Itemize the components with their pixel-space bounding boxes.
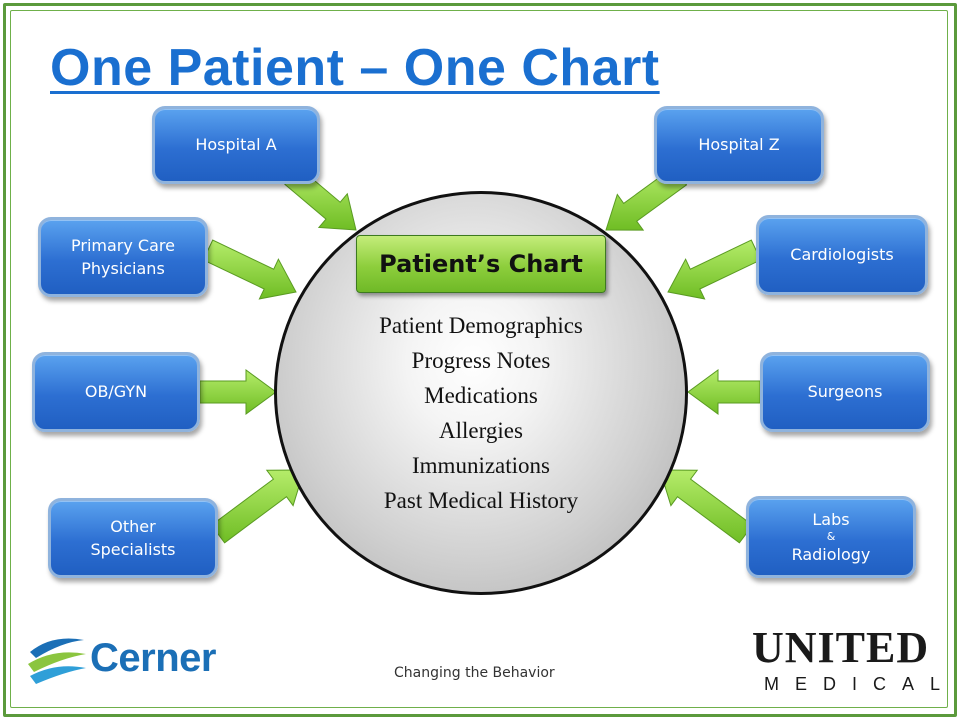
chart-item: Immunizations	[412, 453, 550, 478]
node-label: Labs	[812, 509, 850, 529]
node-label: Cardiologists	[790, 245, 894, 265]
node-other-specialists: Other Specialists	[48, 498, 218, 578]
cerner-wordmark: Cerner	[90, 636, 216, 680]
node-label: Primary Care	[71, 235, 175, 255]
node-label: Specialists	[90, 540, 176, 559]
chart-item: Past Medical History	[383, 488, 579, 513]
united-wordmark: UNITED	[752, 623, 930, 672]
node-label: Physicians	[81, 259, 165, 278]
node-label: Other	[110, 516, 156, 536]
patient-chart-label: Patient’s Chart	[356, 235, 606, 293]
slide-frame-outer	[3, 3, 957, 717]
chart-item: Patient Demographics	[379, 313, 583, 338]
slide-title: One Patient – One Chart	[50, 39, 660, 97]
node-label: OB/GYN	[84, 382, 148, 402]
node-label: &	[826, 529, 836, 543]
node-primary-care-physicians: Primary Care Physicians	[38, 217, 208, 297]
chart-item: Progress Notes	[411, 348, 551, 373]
node-hospital-a: Hospital A	[152, 106, 320, 184]
chart-item: Medications	[424, 383, 538, 408]
slide-frame-inner	[10, 10, 948, 708]
footer-text: Changing the Behavior	[394, 665, 555, 681]
chart-item: Allergies	[439, 418, 523, 443]
node-label: Surgeons	[807, 382, 883, 402]
arrow-primary-care	[202, 239, 297, 300]
node-label: Hospital Z	[698, 135, 780, 155]
arrow-ob-gyn	[199, 369, 277, 415]
arrow-labs-radiology	[659, 469, 754, 544]
arrow-cardiologists	[667, 239, 762, 300]
cerner-logo: Cerner	[22, 622, 222, 696]
chart-items-list: Patient Demographics Progress Notes Medi…	[300, 308, 662, 518]
arrow-surgeons	[687, 369, 761, 415]
arrow-other-specialists	[210, 469, 305, 544]
node-label: Radiology	[791, 545, 871, 565]
node-labs-radiology: Labs & Radiology	[746, 496, 916, 578]
node-hospital-z: Hospital Z	[654, 106, 824, 184]
medical-wordmark: MEDICAL	[764, 674, 957, 694]
node-label: Hospital A	[195, 135, 277, 155]
node-cardiologists: Cardiologists	[756, 215, 928, 295]
node-ob-gyn: OB/GYN	[32, 352, 200, 432]
node-surgeons: Surgeons	[760, 352, 930, 432]
united-medical-logo: UNITED MEDICAL	[752, 623, 940, 700]
cerner-swoosh-icon	[28, 638, 86, 684]
